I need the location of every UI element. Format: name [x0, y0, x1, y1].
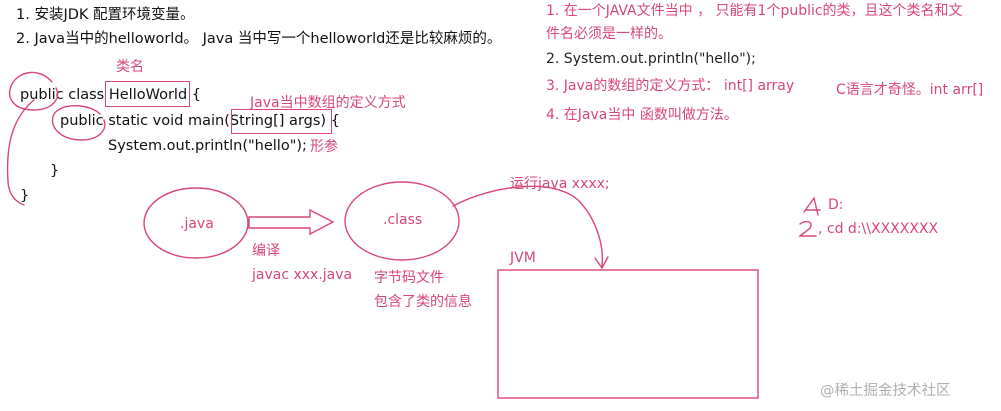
code-open-brace: {	[187, 87, 201, 103]
code-params: String[] args	[229, 113, 321, 129]
code-class-name: HelloWorld	[108, 87, 188, 103]
note-step-2: 2. Java当中的helloworld。 Java 当中写一个hellowor…	[16, 31, 502, 47]
code-close-inner-brace: }	[50, 163, 60, 179]
class-name-label: 类名	[116, 59, 144, 75]
code-keyword-public-class: public class	[20, 87, 109, 103]
code-close-outer-brace: }	[20, 188, 30, 204]
note-step-1: 1. 安装JDK 配置环境变量。	[16, 7, 195, 23]
class-file-label: .class	[383, 212, 423, 228]
code-main-signature: static void main(	[103, 113, 230, 129]
rule-3: 3. Java的数组的定义方式： int[] array	[546, 78, 795, 94]
code-line-println: System.out.println("hello");	[108, 138, 307, 154]
jvm-label: JVM	[510, 250, 536, 266]
compile-label: 编译	[252, 243, 280, 259]
bytecode-info-label: 包含了类的信息	[374, 294, 472, 310]
rule-4: 4. 在Java当中 函数叫做方法。	[546, 107, 738, 123]
watermark: @稀土掘金技术社区	[820, 383, 951, 399]
rule-3-note: C语言才奇怪。int arr[]	[836, 82, 984, 98]
rule-2: 2. System.out.println("hello");	[546, 51, 756, 67]
run-command: 运行java xxxx;	[510, 176, 610, 192]
params-highlight-box	[231, 109, 332, 134]
cmd-cd-line: , cd d:\\XXXXXXX	[818, 221, 939, 237]
cmd-drive-line: D:	[828, 197, 844, 213]
class-name-highlight-box	[105, 81, 190, 107]
compile-command: javac xxx.java	[252, 267, 353, 283]
code-method-open: ) {	[320, 113, 340, 129]
bytecode-label: 字节码文件	[374, 270, 444, 286]
param-label: 形参	[310, 139, 338, 155]
rule-1-line-2: 件名必须是一样的。	[546, 26, 672, 42]
rule-1-line-1: 1. 在一个JAVA文件当中 ， 只能有1个public的类，且这个类名和文	[546, 3, 963, 19]
code-keyword-public: public	[60, 113, 104, 129]
java-file-label: .java	[180, 216, 214, 232]
array-definition-label: Java当中数组的定义方式	[250, 95, 406, 111]
